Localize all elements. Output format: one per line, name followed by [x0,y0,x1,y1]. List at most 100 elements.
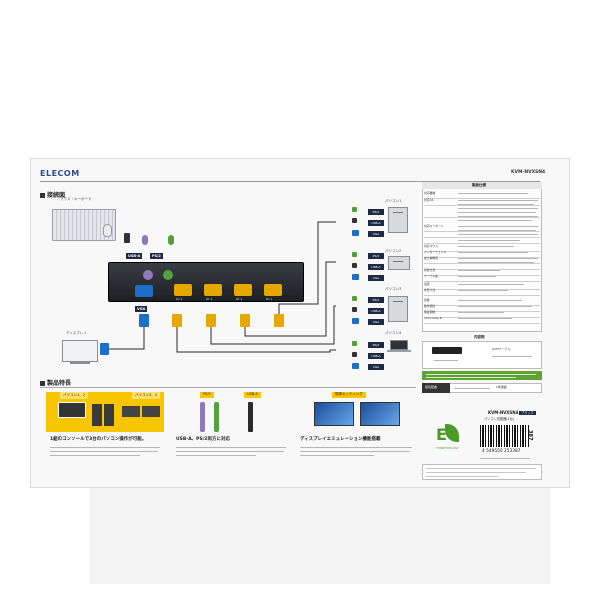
feature1-text [50,451,158,452]
unit-vga-tag: VGA [135,306,148,312]
feature3-text [300,447,412,448]
env-text-line [454,388,490,389]
spec-row [424,263,540,264]
package-small-print [480,458,530,459]
spec-row-label: 外形寸法 [424,288,436,292]
spec-row-label: ケーブル長 [424,274,438,278]
unit-port-label-1: PC 1 [266,297,273,301]
pc4-laptop-icon [390,340,408,350]
spec-row [424,205,540,206]
package-code: 387 [527,430,533,441]
console-ps2-ports [143,270,179,280]
spec-text-line [458,226,538,227]
unit-port-label-4: PC 4 [176,297,183,301]
spec-row-label: 動作環境 [424,304,436,308]
spec-row [424,317,540,318]
pc4-vga-plug-end [352,363,359,369]
feature3-tag: 簡単セッティング [332,392,366,398]
display-vga-plug [139,314,149,327]
spec-text-line [458,290,508,291]
pc2-label: パソコン2 [385,249,402,253]
mouse-icon [103,224,112,237]
spec-text-line [458,276,496,277]
pc3-ps2-port: PS/2 [368,297,384,303]
env-title-cell [422,383,450,393]
pc2-ps2-port: PS/2 [368,253,384,259]
display-plug [100,343,109,355]
spec-row-label: インターフェイス [424,250,447,254]
spec-row-label: 対応マウス [424,244,438,248]
display-monitor-icon [62,340,98,362]
barcode-number: 4 549550 253387 [482,448,521,453]
pc2-vga-plug-end [352,274,359,280]
env-value: 1年保証 [496,385,507,389]
env-title: 環境配慮 [425,385,438,389]
spec-text-line [458,318,512,319]
feature2-headline: USB-A、PS/2両方に対応 [176,437,230,442]
caution-text [426,472,526,473]
spec-row [424,305,540,306]
feature1-laptop-icon-2 [142,406,160,417]
spec-text-line [458,306,532,307]
feature1-tag-2: パソコン3、4 [132,392,160,399]
feature1-tower-icon-1 [92,404,102,426]
spec-row [424,295,540,296]
pc4-laptop-base [387,350,411,352]
spec-row-label: 最大解像度 [424,256,438,260]
spec-text-line [458,270,500,271]
feature3-text [300,455,374,456]
spec-row [424,237,540,238]
barcode [480,425,530,447]
pc1-ps2-plug [352,207,357,212]
contents-unit-icon [432,347,462,354]
feature1-tower-icon-2 [104,404,114,426]
ps2-port-green [163,270,173,280]
box-bottom-flap [90,484,550,584]
unit-port-label-2: PC 2 [236,297,243,301]
pc1-vga-plug-end [352,230,359,236]
feature3-monitor-icon-2 [360,402,400,426]
cable-pc2 [244,261,336,337]
spec-row [424,231,540,232]
spec-row-label: VCCI Class B [424,316,442,320]
eco-leaf-icon [445,424,459,442]
pc1-vga-port: VGA [368,231,384,237]
feature2-text [176,455,256,456]
spec-row [424,275,540,276]
feature2-ps2-purple-cable [200,402,205,432]
spec-text-line [458,284,524,285]
notice-band [422,371,542,380]
features-rule [40,387,416,388]
feature3-monitor-icon-1 [314,402,354,426]
spec-row-label: 対応機種 [424,191,436,195]
spec-text-line [458,312,504,313]
spec-text-line [458,208,538,209]
package-model: KVM-NVXSN4 [488,410,519,415]
contents-kvm-cable: KVMケーブル [492,347,511,351]
cable-pc3 [210,305,336,345]
pc4-vga-plug [172,314,182,327]
feature3-text [300,451,410,452]
keyboard-label: マウス・キーボード [60,197,92,201]
feature1-text [50,447,160,448]
feature2-ps2-green-cable [214,402,219,432]
pc4-vga-port: VGA [368,364,384,370]
eco-letter-e: E [436,425,447,444]
spec-text-line [458,212,536,213]
feature3-headline: ディスプレイエミュレーション機能搭載 [300,437,381,442]
header-model: KVM-NVXSN4 [511,170,546,175]
pc3-label: パソコン3 [385,287,402,291]
pc4-usb-plug [352,352,357,357]
feature1-laptop-icon [122,406,140,417]
spec-text-line [458,204,534,205]
feature1-text [50,455,140,456]
pc2-vga-plug [240,314,250,327]
features-heading: 製品特長 [40,378,71,387]
pc3-vga-plug [206,314,216,327]
ps2-port-purple [143,270,153,280]
brand-logo: ELECOM [40,169,80,178]
pc2-ps2-plug [352,252,357,257]
feature2-usb-cable [248,402,253,432]
pc3-vga-plug-end [352,318,359,324]
feature2-text [176,447,286,448]
